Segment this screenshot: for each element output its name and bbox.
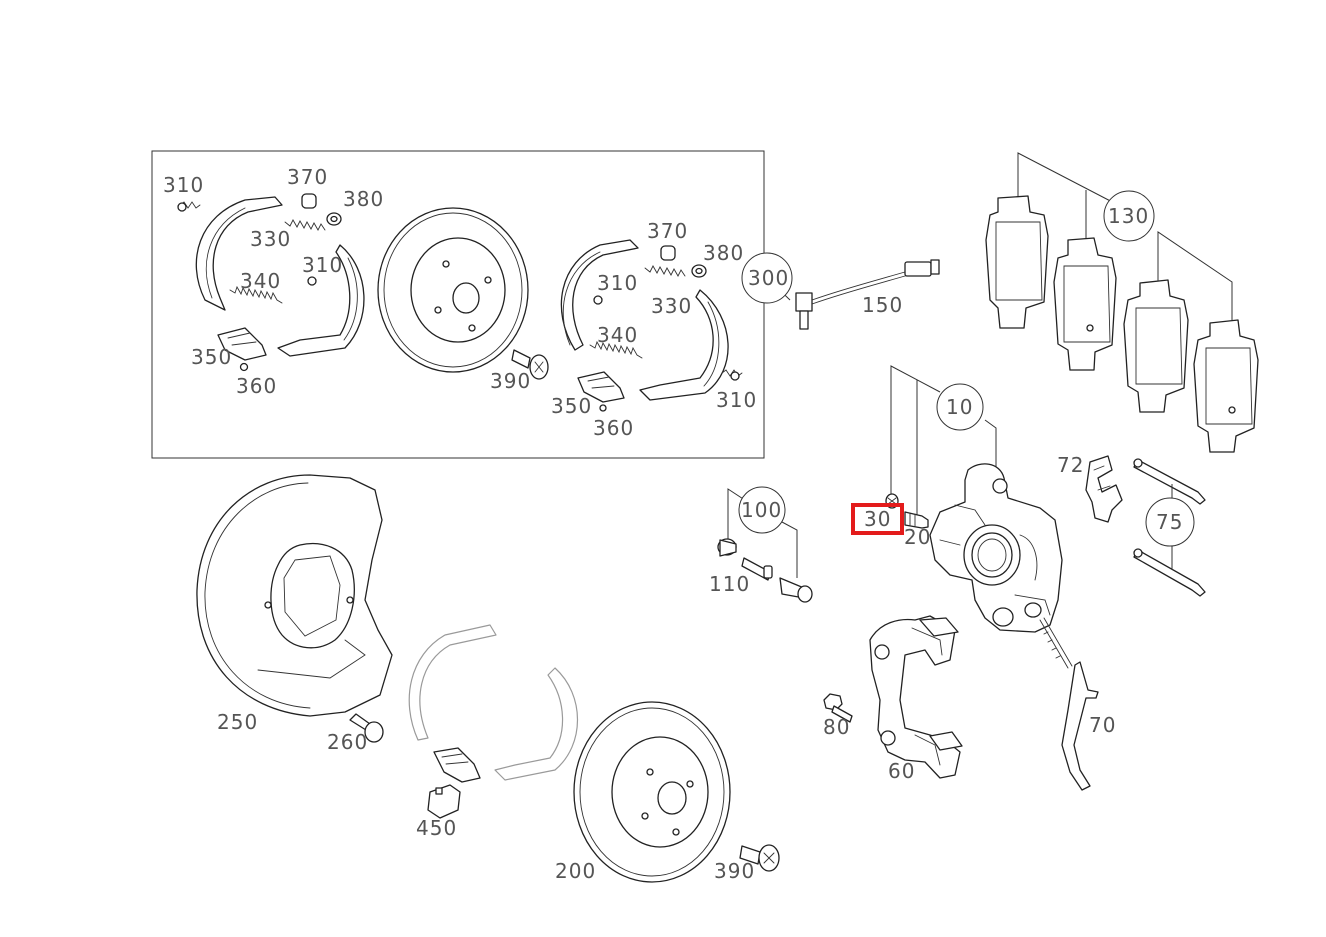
bolt-390-kit[interactable] — [511, 349, 549, 380]
left-springs[interactable] — [177, 201, 326, 304]
brake-caliper[interactable] — [929, 463, 1063, 633]
label-370-b: 370 — [647, 219, 688, 243]
lower-adjuster[interactable] — [433, 747, 481, 783]
label-370-a: 370 — [287, 165, 328, 189]
anti-rattle-spring[interactable] — [1039, 617, 1099, 791]
label-80: 80 — [823, 715, 850, 739]
label-360-b: 360 — [593, 416, 634, 440]
brake-pads[interactable] — [985, 195, 1259, 453]
label-310-a: 310 — [163, 173, 204, 197]
guide-kit-leader-2 — [781, 521, 798, 578]
label-340-a: 340 — [240, 269, 281, 293]
label-310-c: 310 — [597, 271, 638, 295]
label-60: 60 — [888, 759, 915, 783]
label-75: 75 — [1156, 510, 1183, 534]
label-250: 250 — [217, 710, 258, 734]
caliper-bracket[interactable] — [869, 615, 963, 779]
pads-leader-lines — [1017, 152, 1233, 320]
parking-disc[interactable] — [377, 207, 529, 373]
label-72: 72 — [1057, 453, 1084, 477]
label-450: 450 — [416, 816, 457, 840]
dust-shield[interactable] — [196, 474, 393, 717]
bleed-valve-screw[interactable] — [904, 511, 929, 529]
label-360-a: 360 — [236, 374, 277, 398]
lower-brake-shoes[interactable] — [408, 624, 579, 781]
right-springs[interactable] — [589, 265, 743, 381]
label-390-a: 390 — [490, 369, 531, 393]
callout-300 — [741, 252, 793, 304]
right-adjuster[interactable] — [577, 371, 625, 412]
bracket-bolt-80[interactable] — [823, 693, 853, 723]
label-380-b: 380 — [703, 241, 744, 265]
label-390-b: 390 — [714, 859, 755, 883]
wear-sensor[interactable] — [795, 259, 940, 330]
label-260: 260 — [327, 730, 368, 754]
highlight-box-part-30 — [851, 503, 904, 535]
left-pin-caps[interactable] — [301, 193, 342, 226]
label-30: 30 — [864, 507, 891, 531]
parking-brake-kit-frame — [151, 150, 765, 459]
label-150: 150 — [862, 293, 903, 317]
label-70: 70 — [1089, 713, 1116, 737]
guide-pins[interactable] — [717, 538, 813, 603]
disc-bolt-390[interactable] — [739, 844, 780, 872]
left-brake-shoes[interactable] — [195, 196, 365, 357]
label-10: 10 — [946, 395, 973, 419]
label-130: 130 — [1108, 204, 1149, 228]
part-labels: 310 370 380 330 310 340 350 360 300 370 … — [163, 165, 1183, 883]
shield-bolt-260[interactable] — [349, 713, 384, 743]
right-brake-shoes[interactable] — [560, 239, 729, 401]
label-380-a: 380 — [343, 187, 384, 211]
label-100: 100 — [741, 498, 782, 522]
label-350-b: 350 — [551, 394, 592, 418]
label-310-b: 310 — [302, 253, 343, 277]
callout-130 — [1103, 190, 1155, 242]
label-340-b: 340 — [597, 323, 638, 347]
left-adjuster[interactable] — [217, 327, 267, 372]
callout-75 — [1145, 497, 1195, 547]
pad-pins-75[interactable] — [1133, 458, 1206, 597]
actuator-450[interactable] — [427, 784, 461, 819]
label-330-b: 330 — [651, 294, 692, 318]
callout-10 — [936, 383, 984, 431]
label-110: 110 — [709, 572, 750, 596]
label-310-d: 310 — [716, 388, 757, 412]
label-300: 300 — [748, 266, 789, 290]
label-20: 20 — [904, 525, 931, 549]
label-330-a: 330 — [250, 227, 291, 251]
caliper-leader-lines — [890, 365, 997, 515]
brake-disc[interactable] — [573, 701, 731, 883]
label-200: 200 — [555, 859, 596, 883]
right-pin-caps[interactable] — [660, 245, 707, 278]
callout-100 — [738, 486, 786, 534]
pad-clip-72[interactable] — [1085, 455, 1123, 523]
label-350-a: 350 — [191, 345, 232, 369]
